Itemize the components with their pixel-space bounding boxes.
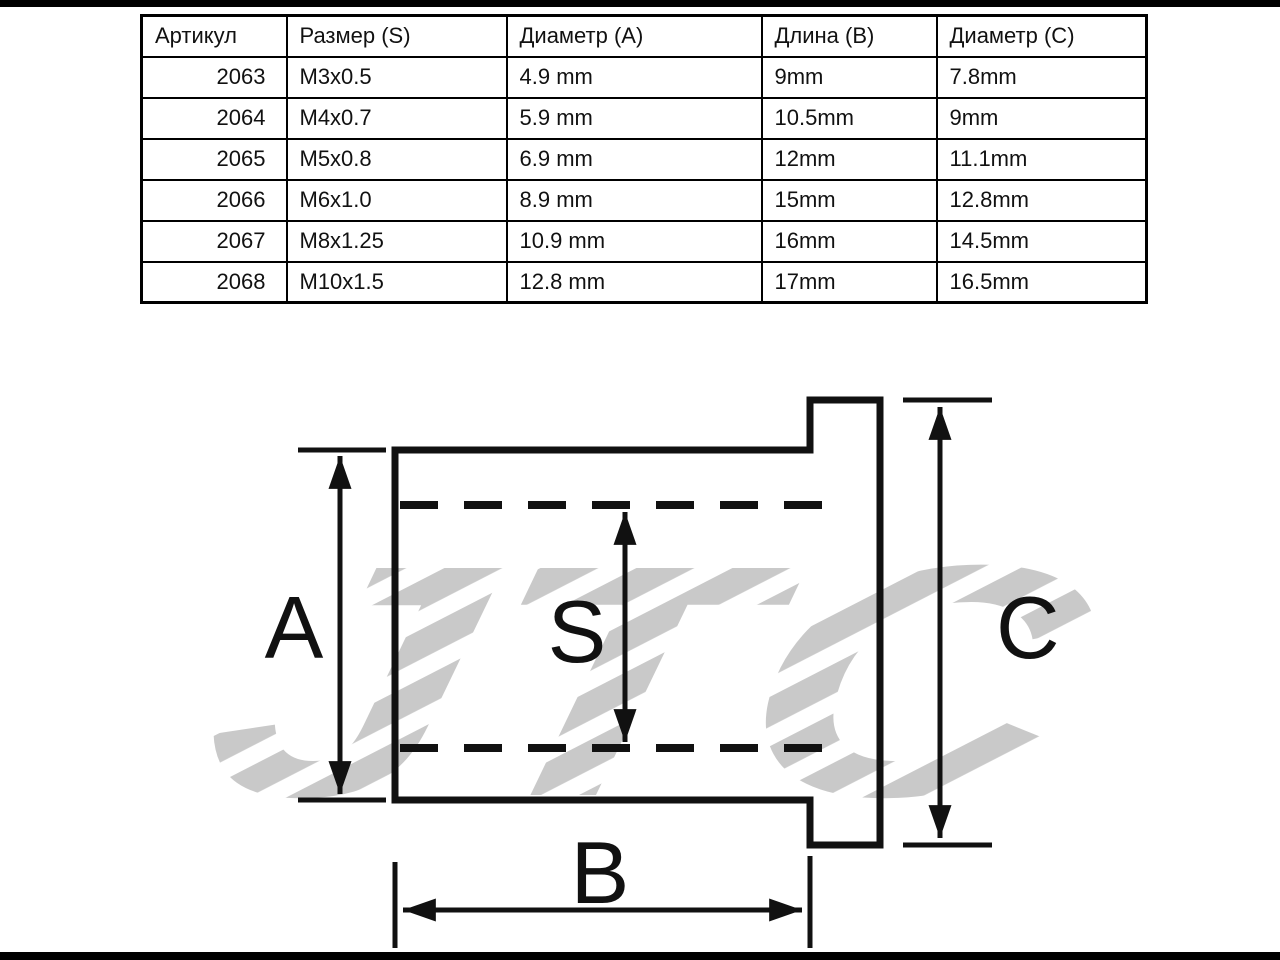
length-b-cell: 17mm bbox=[760, 260, 938, 304]
spec-table: Артикул Размер (S) Диаметр (A) Длина (B)… bbox=[140, 14, 1148, 304]
diameter-a-cell: 4.9 mm bbox=[505, 55, 763, 99]
table-row: 2063 M3x0.5 4.9 mm 9mm 7.8mm bbox=[140, 55, 1148, 99]
size-cell: M8x1.25 bbox=[285, 219, 508, 263]
diameter-c-cell: 7.8mm bbox=[935, 55, 1148, 99]
diameter-c-cell: 9mm bbox=[935, 96, 1148, 140]
size-cell: M3x0.5 bbox=[285, 55, 508, 99]
size-cell: M6x1.0 bbox=[285, 178, 508, 222]
column-header-diameter-a: Диаметр (A) bbox=[505, 14, 763, 58]
size-cell: M10x1.5 bbox=[285, 260, 508, 304]
top-border-bar bbox=[0, 0, 1280, 7]
size-cell: M4x0.7 bbox=[285, 96, 508, 140]
size-cell: M5x0.8 bbox=[285, 137, 508, 181]
table-row: 2065 M5x0.8 6.9 mm 12mm 11.1mm bbox=[140, 137, 1148, 181]
article-cell: 2063 bbox=[140, 55, 288, 99]
article-cell: 2066 bbox=[140, 178, 288, 222]
article-cell: 2067 bbox=[140, 219, 288, 263]
article-cell: 2065 bbox=[140, 137, 288, 181]
watermark-logo: JTC bbox=[180, 496, 1124, 865]
header-row: Артикул Размер (S) Диаметр (A) Длина (B)… bbox=[140, 14, 1148, 58]
column-header-size: Размер (S) bbox=[285, 14, 508, 58]
article-cell: 2064 bbox=[140, 96, 288, 140]
table-row: 2067 M8x1.25 10.9 mm 16mm 14.5mm bbox=[140, 219, 1148, 263]
bushing-outline bbox=[391, 396, 884, 849]
column-header-article: Артикул bbox=[140, 14, 288, 58]
length-b-cell: 16mm bbox=[760, 219, 938, 263]
length-b-cell: 9mm bbox=[760, 55, 938, 99]
table-row: 2066 M6x1.0 8.9 mm 15mm 12.8mm bbox=[140, 178, 1148, 222]
diameter-c-cell: 14.5mm bbox=[935, 219, 1148, 263]
label-c: C bbox=[996, 578, 1060, 677]
length-b-cell: 10.5mm bbox=[760, 96, 938, 140]
dimension-a bbox=[298, 447, 386, 803]
length-b-cell: 12mm bbox=[760, 137, 938, 181]
diameter-a-cell: 6.9 mm bbox=[505, 137, 763, 181]
label-b: B bbox=[571, 823, 630, 922]
article-cell: 2068 bbox=[140, 260, 288, 304]
table-row: 2068 M10x1.5 12.8 mm 17mm 16.5mm bbox=[140, 260, 1148, 304]
column-header-diameter-c: Диаметр (C) bbox=[935, 14, 1148, 58]
diameter-c-cell: 16.5mm bbox=[935, 260, 1148, 304]
column-header-length-b: Длина (B) bbox=[760, 14, 938, 58]
dimension-c bbox=[903, 397, 992, 848]
diameter-a-cell: 8.9 mm bbox=[505, 178, 763, 222]
label-a: A bbox=[265, 578, 324, 677]
dimension-b bbox=[392, 856, 813, 948]
table-row: 2064 M4x0.7 5.9 mm 10.5mm 9mm bbox=[140, 96, 1148, 140]
diameter-c-cell: 12.8mm bbox=[935, 178, 1148, 222]
label-s: S bbox=[548, 582, 607, 681]
bottom-border-bar bbox=[0, 952, 1280, 960]
diameter-a-cell: 10.9 mm bbox=[505, 219, 763, 263]
diameter-c-cell: 11.1mm bbox=[935, 137, 1148, 181]
diameter-a-cell: 5.9 mm bbox=[505, 96, 763, 140]
diameter-a-cell: 12.8 mm bbox=[505, 260, 763, 304]
length-b-cell: 15mm bbox=[760, 178, 938, 222]
